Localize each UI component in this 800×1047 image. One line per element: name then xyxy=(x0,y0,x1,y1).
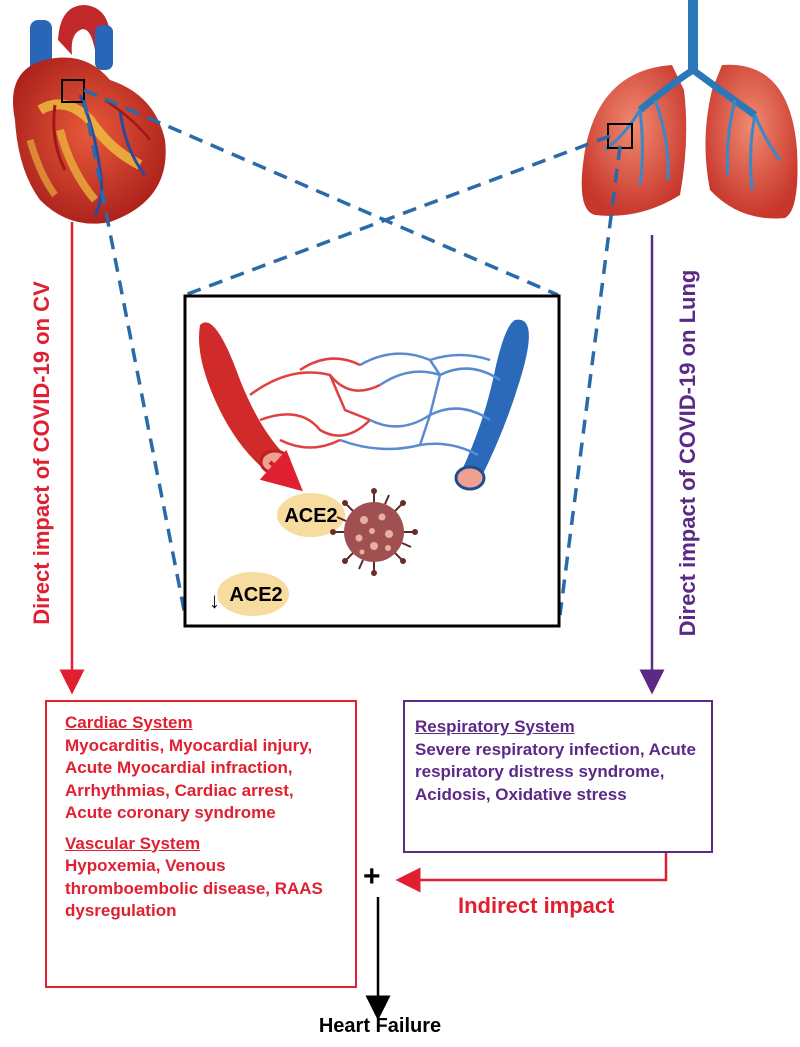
respiratory-system-title: Respiratory System xyxy=(415,717,575,736)
dashed-connectors xyxy=(82,88,622,616)
respiratory-system-text: Severe respiratory infection, Acute resp… xyxy=(415,739,696,804)
vascular-system-text: Hypoxemia, Venous thromboembolic disease… xyxy=(65,856,323,920)
vascular-system-title: Vascular System xyxy=(65,833,201,853)
cardiac-system-title: Cardiac System xyxy=(65,713,193,732)
lung-illustration xyxy=(581,0,798,219)
virus-icon xyxy=(330,488,418,576)
ace2-ellipse-bottom xyxy=(217,572,289,616)
ace2-label-bottom: ACE2 xyxy=(229,584,282,606)
indirect-impact-label: Indirect impact xyxy=(458,893,615,918)
heart-failure-label: Heart Failure xyxy=(318,1015,442,1037)
decrease-arrow-icon: ↓ xyxy=(209,588,220,613)
cv-direct-impact-label: Direct impact of COVID-19 on CV xyxy=(29,281,54,625)
heart-illustration xyxy=(13,5,166,224)
ace2-label-top: ACE2 xyxy=(284,505,337,527)
indirect-arrow xyxy=(395,853,668,893)
cardiac-system-text: Myocarditis, Myocardial injury, Acute My… xyxy=(65,735,313,823)
respiratory-system-box: Respiratory System Severe respiratory in… xyxy=(403,700,713,853)
plus-sign: + xyxy=(363,860,381,893)
capillary-illustration xyxy=(199,319,529,492)
cardiac-system-box: Cardiac System Myocarditis, Myocardial i… xyxy=(45,700,357,988)
lung-direct-impact-label: Direct impact of COVID-19 on Lung xyxy=(675,269,700,637)
ace2-ellipse-top xyxy=(277,493,345,537)
